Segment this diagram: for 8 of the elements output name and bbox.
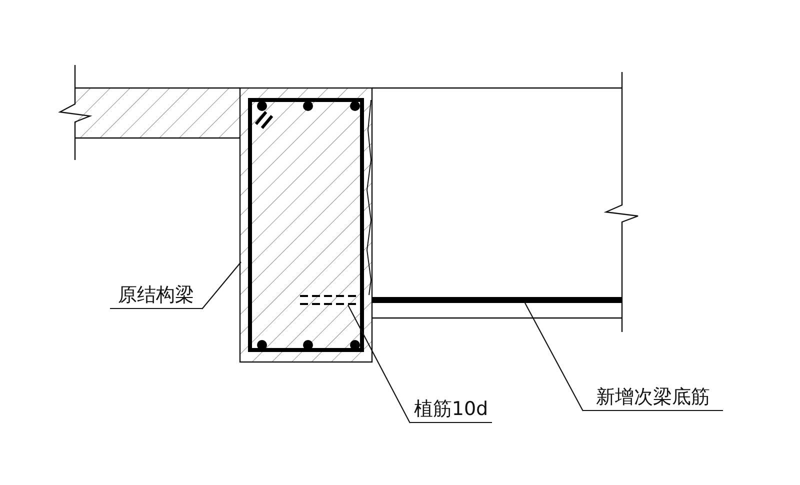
label-text: 新增次梁底筋	[583, 384, 723, 411]
label-text: 植筋10d	[410, 396, 492, 423]
leader-line	[202, 262, 242, 310]
planted-rebar	[299, 295, 358, 305]
leader-line	[524, 302, 584, 412]
rebar-bar	[372, 297, 622, 303]
label-text: 原结构梁	[110, 282, 202, 309]
beam-section-drawing	[239, 87, 373, 363]
